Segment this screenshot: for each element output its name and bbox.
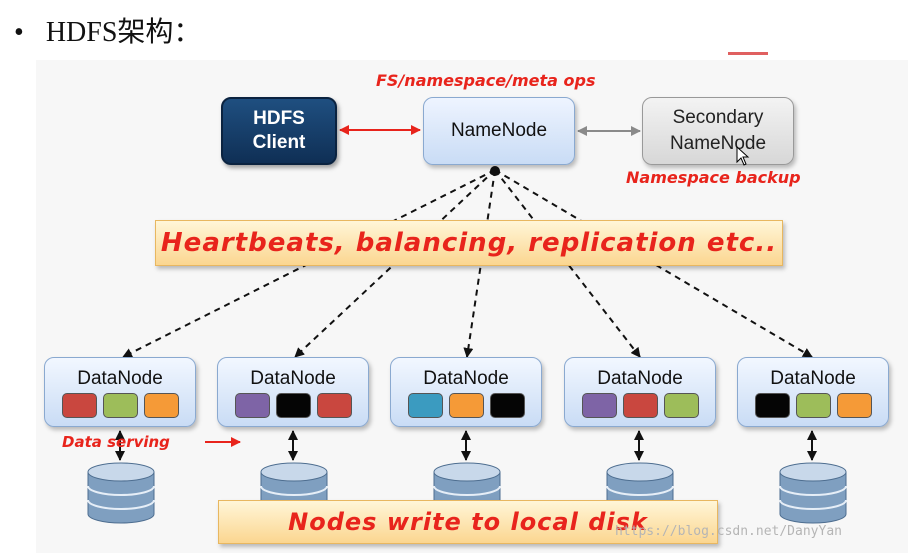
heading-title: HDFS架构： xyxy=(45,17,202,48)
heartbeats-banner-text: Heartbeats, balancing, replication etc.. xyxy=(160,228,778,258)
data-block xyxy=(316,393,352,418)
block-group xyxy=(45,393,195,418)
data-block xyxy=(61,393,97,418)
data-block xyxy=(622,393,658,418)
client-label-line1: HDFS xyxy=(253,108,305,129)
disk-icon xyxy=(87,462,155,524)
block-group xyxy=(391,393,541,418)
data-block xyxy=(795,393,831,418)
data-block xyxy=(407,393,443,418)
block-group xyxy=(565,393,715,418)
data-block xyxy=(143,393,179,418)
secondary-label-line1: Secondary xyxy=(672,107,764,128)
namenode-label: NameNode xyxy=(450,120,548,141)
data-block xyxy=(275,393,311,418)
datanode-label: DataNode xyxy=(250,368,336,389)
mouse-cursor-icon xyxy=(736,146,750,166)
disk-icon xyxy=(779,462,847,524)
data-block xyxy=(836,393,872,418)
datanode-label: DataNode xyxy=(77,368,163,389)
datanode-3: DataNode xyxy=(390,357,542,427)
datanode-label: DataNode xyxy=(597,368,683,389)
namenode: NameNode xyxy=(423,97,575,165)
disk-links xyxy=(115,430,817,461)
data-block xyxy=(102,393,138,418)
fs-ops-annotation: FS/namespace/meta ops xyxy=(376,71,596,90)
data-block xyxy=(234,393,270,418)
datanode-label: DataNode xyxy=(423,368,509,389)
secondary-label-line2: NameNode xyxy=(669,133,767,154)
datanode-1: DataNode xyxy=(44,357,196,427)
watermark: https://blog.csdn.net/DanyYan xyxy=(615,524,842,539)
data-block xyxy=(489,393,525,418)
block-group xyxy=(738,393,888,418)
data-serving-annotation: Data serving xyxy=(62,433,170,451)
datanode-5: DataNode xyxy=(737,357,889,427)
client-label-line2: Client xyxy=(252,132,306,153)
data-block xyxy=(448,393,484,418)
corner-decoration xyxy=(728,52,768,55)
hdfs-client-node: HDFS Client xyxy=(221,97,337,165)
block-group xyxy=(218,393,368,418)
datanode-label: DataNode xyxy=(770,368,856,389)
namespace-backup-annotation: Namespace backup xyxy=(626,168,801,187)
local-disk-banner-text: Nodes write to local disk xyxy=(288,508,648,536)
data-block xyxy=(581,393,617,418)
data-block xyxy=(754,393,790,418)
datanode-4: DataNode xyxy=(564,357,716,427)
heartbeats-banner: Heartbeats, balancing, replication etc.. xyxy=(155,220,783,266)
data-block xyxy=(663,393,699,418)
bullet: • xyxy=(14,17,24,48)
link-hub xyxy=(490,166,500,176)
local-disk-banner: Nodes write to local disk xyxy=(218,500,718,544)
datanode-2: DataNode xyxy=(217,357,369,427)
page-heading: • HDFS架构： xyxy=(14,10,201,50)
